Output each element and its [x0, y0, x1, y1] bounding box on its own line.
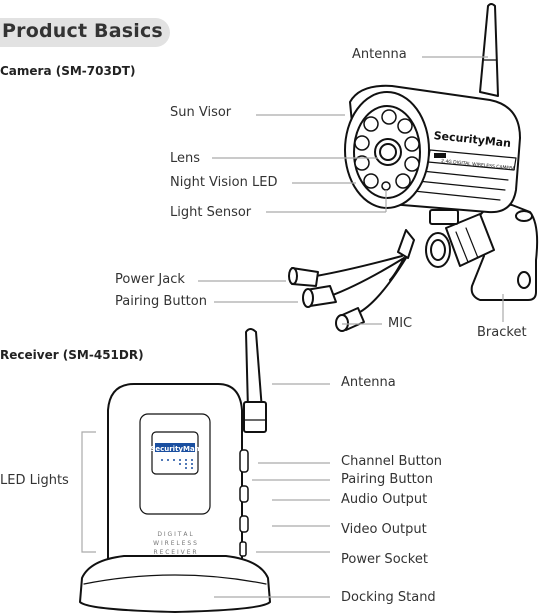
page-title: Product Basics — [2, 20, 163, 42]
label-camera-pairing-button: Pairing Button — [115, 294, 207, 309]
label-video-output: Video Output — [341, 522, 427, 537]
label-power-jack: Power Jack — [115, 272, 185, 287]
label-light-sensor: Light Sensor — [170, 205, 252, 220]
label-audio-output: Audio Output — [341, 492, 428, 507]
leader-lines — [81, 56, 504, 598]
camera-section-title: Camera (SM-703DT) — [0, 64, 136, 78]
camera-antenna — [479, 3, 499, 97]
label-power-socket: Power Socket — [341, 552, 428, 567]
label-mic: MIC — [388, 316, 413, 331]
receiver-antenna — [243, 328, 267, 433]
receiver-panel-text-3: R E C E I V E R — [153, 549, 196, 556]
receiver-panel-text-1: D I G I T A L — [157, 531, 193, 538]
camera-cables — [288, 229, 415, 332]
label-camera-antenna: Antenna — [352, 47, 407, 62]
label-channel-button: Channel Button — [341, 454, 443, 469]
label-sun-visor: Sun Visor — [170, 105, 232, 120]
receiver-brand-text: SecurityMan — [150, 445, 199, 453]
receiver-section-title: Receiver (SM-451DR) — [0, 348, 144, 362]
camera-bracket — [425, 203, 539, 301]
receiver-panel-text-2: W I R E L E S S — [153, 540, 197, 547]
header-pill — [0, 18, 170, 47]
label-receiver-antenna: Antenna — [341, 375, 396, 390]
label-led-lights: LED Lights — [0, 473, 69, 488]
docking-stand — [79, 555, 271, 613]
label-receiver-pairing-button: Pairing Button — [341, 472, 433, 487]
label-docking-stand: Docking Stand — [341, 590, 436, 605]
label-bracket: Bracket — [477, 325, 527, 340]
label-night-vision-led: Night Vision LED — [170, 175, 278, 190]
camera-front-face — [344, 91, 430, 209]
label-lens: Lens — [170, 151, 201, 166]
receiver-front-panel — [139, 413, 211, 515]
